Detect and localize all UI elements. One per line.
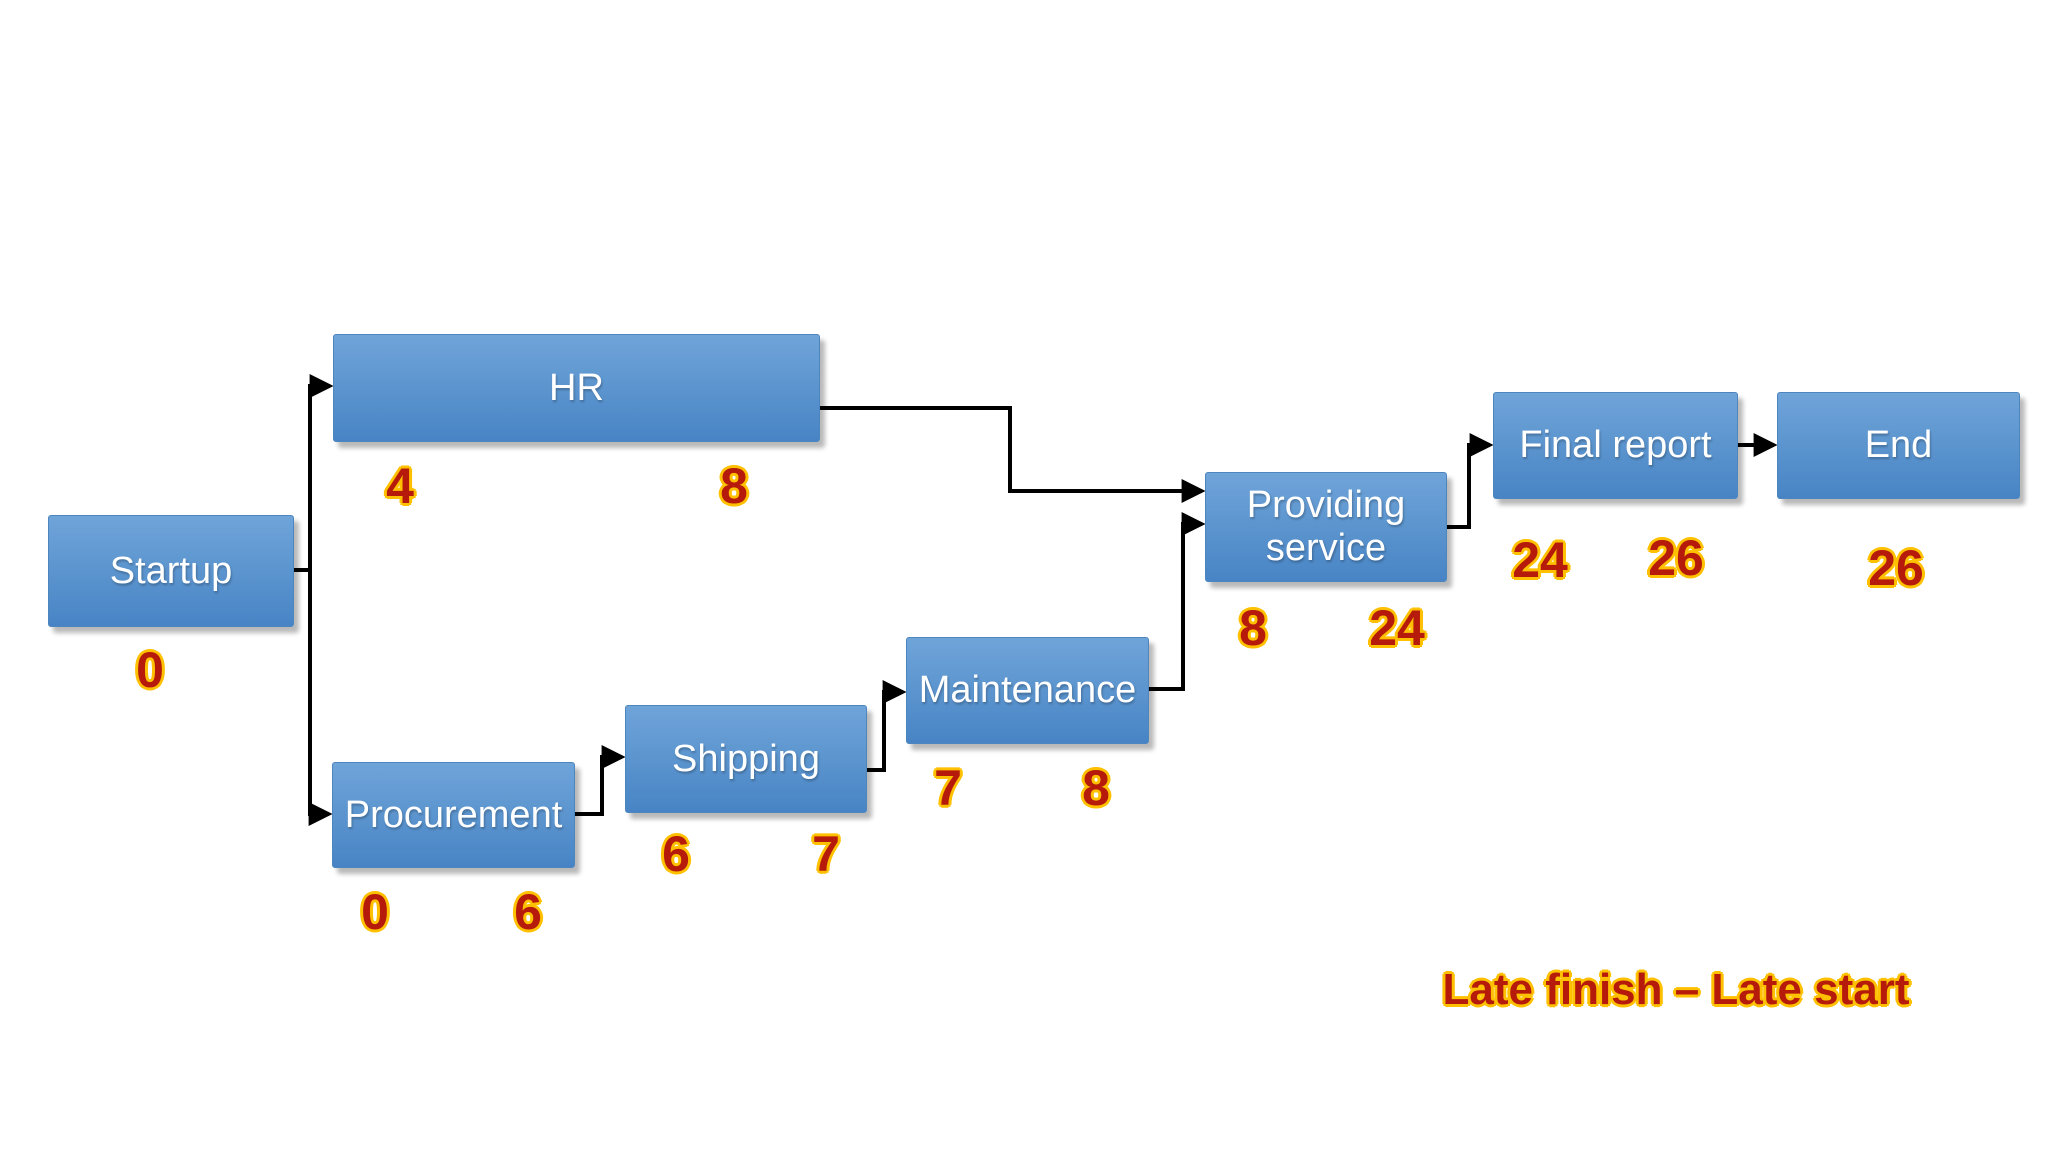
value-final-report-left: 24 <box>1512 532 1568 588</box>
node-maintenance: Maintenance <box>906 637 1149 744</box>
node-providing-service-label: Providing service <box>1246 484 1406 569</box>
node-shipping: Shipping <box>625 705 867 813</box>
node-procurement: Procurement <box>332 762 575 868</box>
node-final-report: Final report <box>1493 392 1738 499</box>
value-startup: 0 <box>136 642 164 698</box>
value-shipping-left: 6 <box>662 826 690 882</box>
node-maintenance-label: Maintenance <box>918 669 1137 712</box>
node-end-label: End <box>1864 424 1933 467</box>
value-final-report-right: 26 <box>1648 530 1704 586</box>
connector-providing-service-final-report <box>1445 433 1494 529</box>
connector-startup-procurement <box>308 570 333 826</box>
caption-late-finish-late-start: Late finish – Late start <box>1442 965 1910 1014</box>
node-end: End <box>1777 392 2020 499</box>
node-shipping-label: Shipping <box>672 737 820 780</box>
value-shipping-right: 7 <box>812 826 840 882</box>
connector-shipping-maintenance <box>865 680 907 772</box>
connector-maintenance-providing-service <box>1147 512 1206 691</box>
node-providing-service: Providing service <box>1205 472 1447 582</box>
connector-hr-providing-service <box>818 406 1206 503</box>
node-final-report-label: Final report <box>1519 424 1712 467</box>
node-startup: Startup <box>48 515 294 627</box>
value-end: 26 <box>1868 540 1924 596</box>
node-hr: HR <box>333 334 820 442</box>
value-providing-service-left: 8 <box>1239 600 1267 656</box>
value-maintenance-left: 7 <box>934 760 962 816</box>
value-hr-right: 8 <box>720 458 748 514</box>
node-startup-label: Startup <box>109 549 233 592</box>
value-procurement-left: 0 <box>361 884 389 940</box>
value-maintenance-right: 8 <box>1082 760 1110 816</box>
connector-startup-hr <box>292 374 334 572</box>
node-hr-label: HR <box>549 366 604 409</box>
value-procurement-right: 6 <box>514 884 542 940</box>
value-providing-service-right: 24 <box>1369 600 1425 656</box>
node-procurement-label: Procurement <box>344 793 563 836</box>
value-hr-left: 4 <box>386 458 414 514</box>
connector-procurement-shipping <box>573 745 626 816</box>
